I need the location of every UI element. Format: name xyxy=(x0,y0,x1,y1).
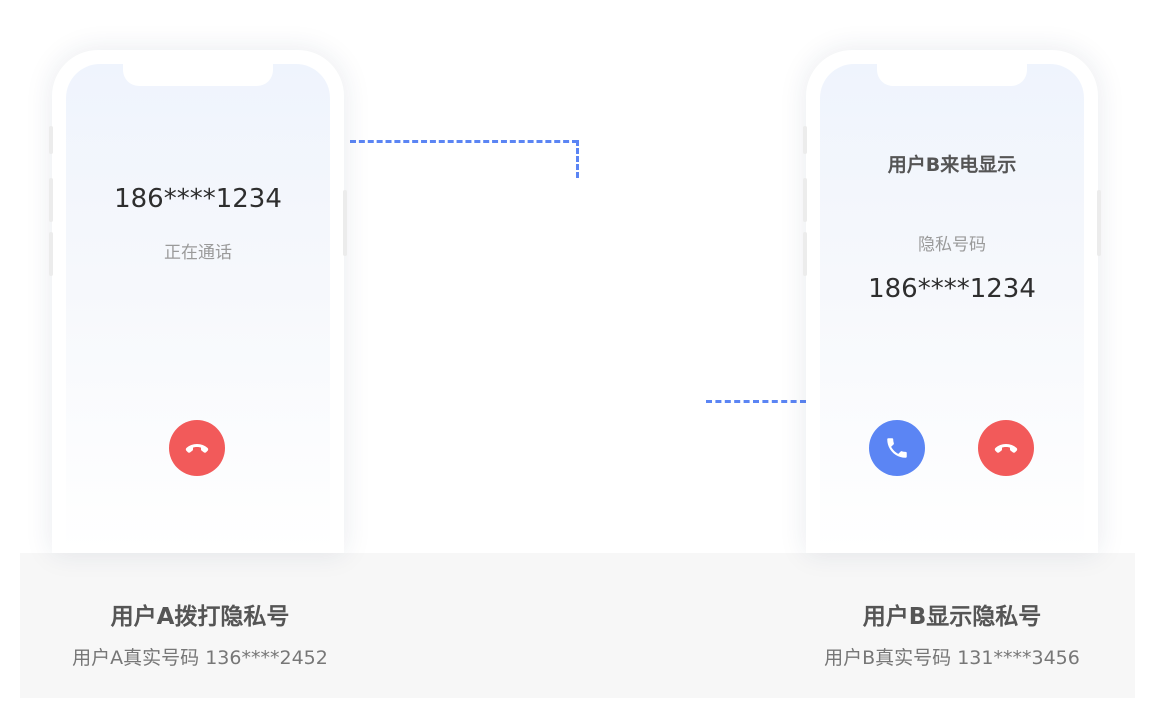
privacy-number-label: 隐私号码 xyxy=(918,235,986,255)
phone-notch xyxy=(877,64,1027,86)
phone-b-screen: 用户B来电显示 隐私号码 186****1234 xyxy=(820,64,1084,553)
phone-user-b: 用户B来电显示 隐私号码 186****1234 xyxy=(803,50,1101,553)
hangup-button[interactable] xyxy=(978,420,1034,476)
answer-button[interactable] xyxy=(869,420,925,476)
call-status: 正在通话 xyxy=(164,243,232,263)
caller-number: 186****1234 xyxy=(114,184,282,214)
side-button xyxy=(1097,190,1101,256)
caption-heading: 用户A拨打隐私号 xyxy=(110,604,290,630)
incoming-call-title: 用户B来电显示 xyxy=(887,154,1017,176)
phone-a-screen: 186****1234 正在通话 xyxy=(66,64,330,553)
phone-answer-icon xyxy=(887,438,907,458)
hangup-button[interactable] xyxy=(169,420,225,476)
phone-user-a: 186****1234 正在通话 xyxy=(49,50,347,553)
side-button xyxy=(49,178,53,222)
side-button xyxy=(803,178,807,222)
base-panel xyxy=(20,553,1135,698)
hangup-icon xyxy=(994,444,1018,453)
side-button xyxy=(49,126,53,154)
side-button xyxy=(803,126,807,154)
caption-user-a: 用户A拨打隐私号 用户A真实号码 136****2452 xyxy=(20,597,380,670)
side-button xyxy=(343,190,347,256)
incoming-number: 186****1234 xyxy=(868,274,1036,304)
hangup-icon xyxy=(185,444,209,453)
caption-user-b: 用户B显示隐私号 用户B真实号码 131****3456 xyxy=(772,597,1132,670)
connector-line-drop xyxy=(576,140,579,178)
side-button xyxy=(803,232,807,276)
caption-detail: 用户B真实号码 131****3456 xyxy=(824,647,1080,669)
side-button xyxy=(49,232,53,276)
caption-heading: 用户B显示隐私号 xyxy=(862,604,1042,630)
caption-detail: 用户A真实号码 136****2452 xyxy=(72,647,328,669)
connector-line-top xyxy=(350,140,578,143)
connector-line-bottom xyxy=(706,400,806,403)
phone-notch xyxy=(123,64,273,86)
